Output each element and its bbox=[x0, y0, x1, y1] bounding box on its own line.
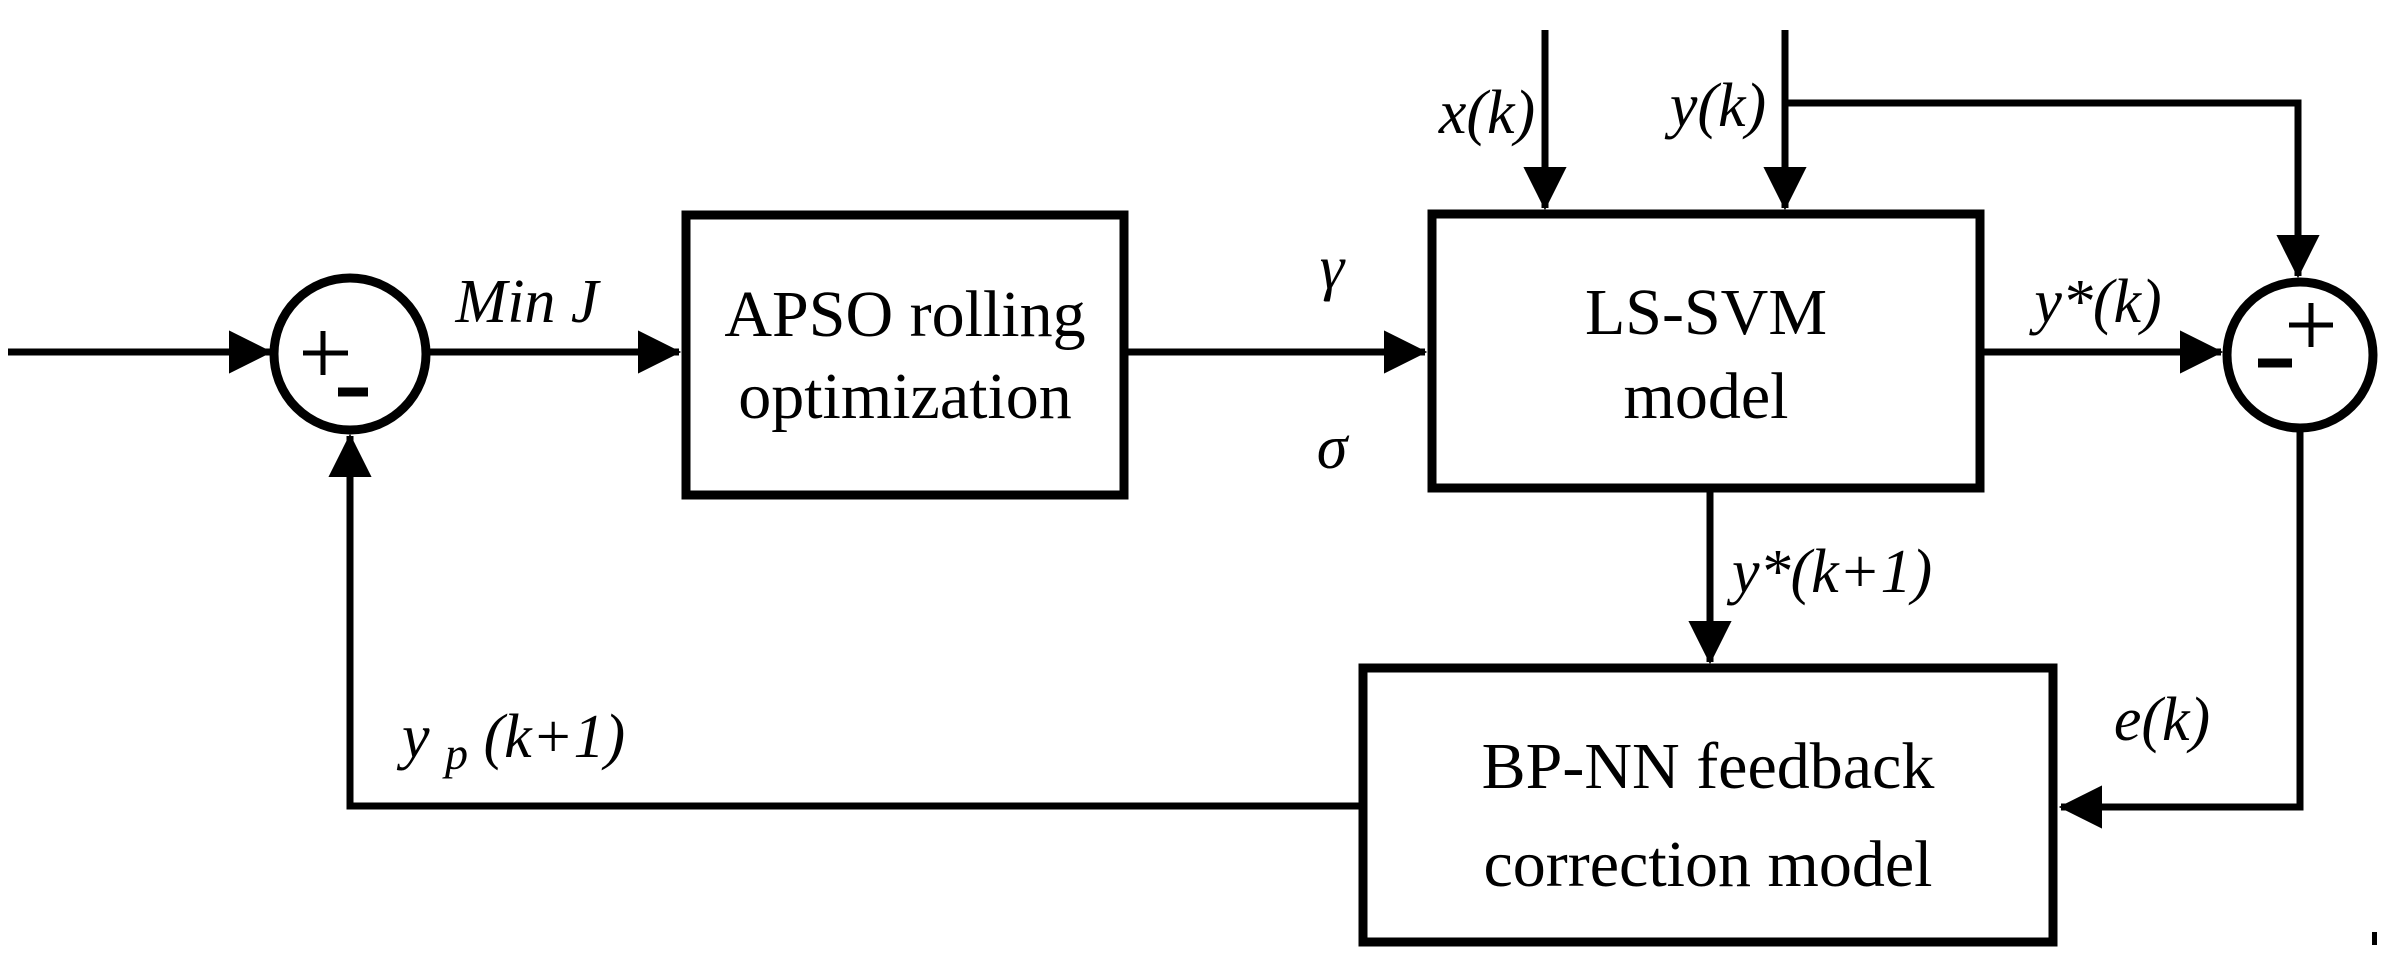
lssvm-block-label-line2: model bbox=[1624, 360, 1789, 433]
summing-junction-left bbox=[269, 273, 431, 435]
summing-junction-right-circle bbox=[2222, 277, 2378, 433]
label-yp-k1: y p (k+1) bbox=[396, 703, 625, 783]
apso-block-box bbox=[681, 210, 1129, 500]
lssvm-block-label-line1: LS-SVM bbox=[1585, 276, 1827, 349]
label-x-k: x(k) bbox=[1438, 79, 1535, 147]
error-feedback-arrow bbox=[2058, 428, 2304, 829]
label-y-star-k: y*(k) bbox=[2028, 268, 2161, 336]
bpnn-block-label-line2: correction model bbox=[1484, 828, 1933, 901]
label-yp-rest: (k+1) bbox=[484, 703, 626, 771]
label-e-k: e(k) bbox=[2114, 686, 2210, 754]
plus-sign bbox=[2289, 303, 2333, 347]
label-y-star-k1: y*(k+1) bbox=[1726, 538, 1932, 606]
label-min-j: Min J bbox=[455, 268, 601, 336]
lssvm-block-box bbox=[1427, 209, 1985, 493]
yk-branch-arrow bbox=[1785, 99, 2320, 279]
apso-block-label-line2: optimization bbox=[738, 360, 1072, 433]
label-yp-subscript: p bbox=[442, 728, 468, 779]
bpnn-block-label-line1: BP-NN feedback bbox=[1482, 730, 1935, 803]
apso-block-label-line1: APSO rolling bbox=[724, 278, 1085, 351]
summing-junction-right bbox=[2222, 277, 2378, 433]
stray-mark bbox=[2372, 932, 2377, 945]
apso-block: APSO rolling optimization bbox=[681, 210, 1129, 500]
label-y-k: y(k) bbox=[1664, 72, 1766, 140]
prediction-feedback-arrow bbox=[328, 433, 1363, 810]
label-yp-base: y bbox=[396, 703, 430, 771]
label-gamma: γ bbox=[1320, 234, 1346, 302]
bpnn-block: BP-NN feedback correction model bbox=[1358, 663, 2058, 947]
label-sigma: σ bbox=[1317, 414, 1350, 482]
plus-sign bbox=[303, 331, 348, 375]
lssvm-block: LS-SVM model bbox=[1427, 209, 1985, 493]
bpnn-block-box bbox=[1358, 663, 2058, 947]
summing-junction-left-circle bbox=[269, 273, 431, 435]
